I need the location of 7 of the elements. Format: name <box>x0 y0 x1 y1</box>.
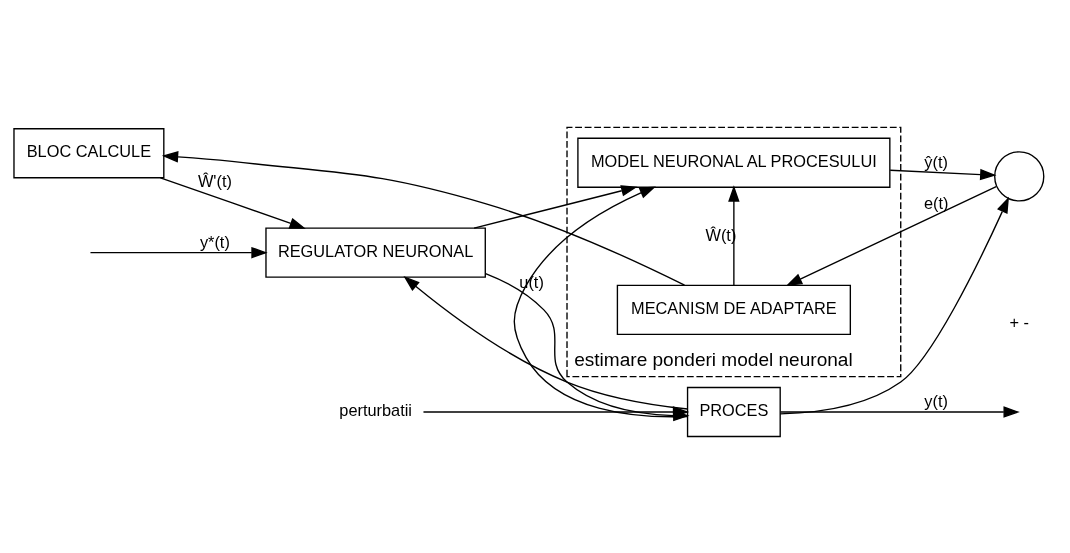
edge-label: ŷ(t) <box>924 152 948 171</box>
node-text: perturbatii <box>339 401 412 420</box>
edge-label: e(t) <box>923 193 949 212</box>
edge-label: y*(t) <box>199 233 230 252</box>
node-label: + - <box>1009 312 1029 331</box>
edge-label: y(t) <box>924 392 948 411</box>
edge-label: Ŵ'(t) <box>197 171 232 190</box>
